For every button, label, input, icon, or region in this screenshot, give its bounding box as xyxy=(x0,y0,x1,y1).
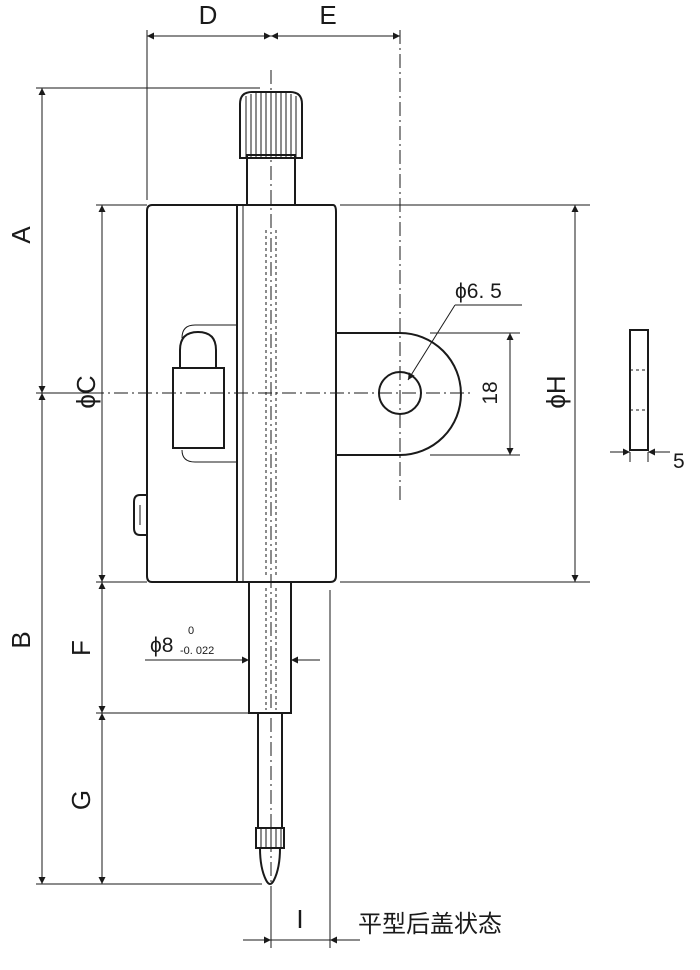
stem-tol-upper: 0 xyxy=(188,625,194,637)
indicator-body xyxy=(146,91,337,583)
label-G: G xyxy=(66,790,96,810)
label-stem-dia: ϕ8 0 -0. 022 xyxy=(150,625,214,657)
knurl-lines xyxy=(245,93,297,157)
side-clamp xyxy=(133,494,147,536)
dimension-lines xyxy=(38,32,670,944)
label-F: F xyxy=(66,640,96,656)
label-D: D xyxy=(199,0,218,30)
label-hole-dia: ϕ6. 5 xyxy=(455,280,502,303)
centerlines xyxy=(90,30,470,900)
flat-back-side-view xyxy=(629,329,649,451)
label-I: I xyxy=(296,904,303,934)
label-E: E xyxy=(319,0,336,30)
label-C: ϕC xyxy=(71,375,101,408)
label-B: B xyxy=(6,631,36,648)
label-A: A xyxy=(6,226,36,244)
stem-and-spindle xyxy=(248,581,292,885)
caption-flat-back: 平型后盖状态 xyxy=(358,910,502,938)
stem-tol-lower: -0. 022 xyxy=(180,645,214,657)
mounting-lug xyxy=(336,332,462,456)
label-lug-height: 18 xyxy=(479,381,502,404)
label-thickness: 5 xyxy=(673,450,685,473)
extension-lines xyxy=(36,30,649,948)
label-H: ϕH xyxy=(541,375,571,408)
dimension-labels: D E A B ϕC F G ϕH 18 ϕ6. 5 5 I ϕ8 0 -0. … xyxy=(6,0,685,938)
revolution-counter xyxy=(172,324,237,463)
stem-dia-prefix: ϕ8 xyxy=(150,634,173,657)
